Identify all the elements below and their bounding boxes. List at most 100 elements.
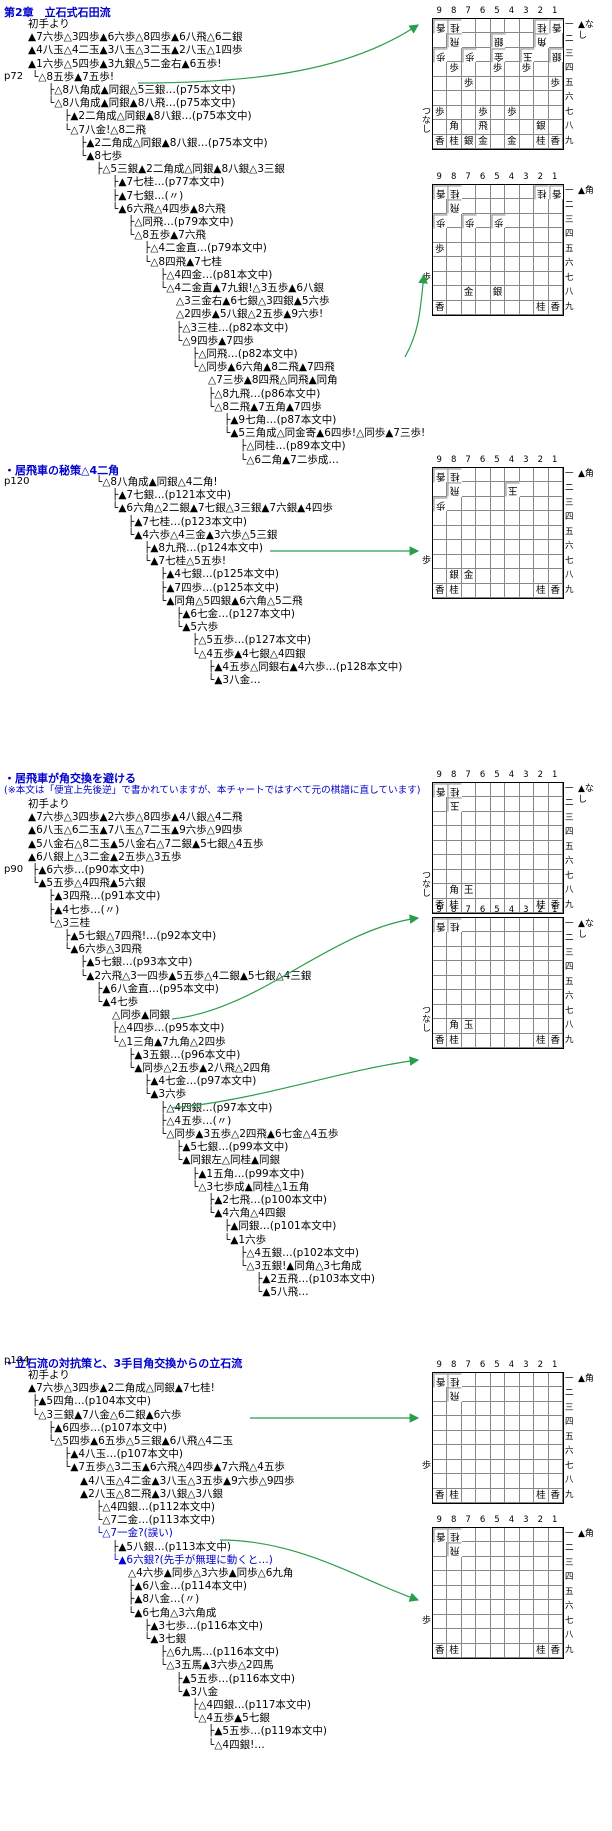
board-square bbox=[534, 990, 549, 1005]
board-square bbox=[548, 783, 563, 798]
sente-hand: ▲なし bbox=[578, 20, 594, 41]
sente-hand: ▲角 bbox=[578, 469, 594, 479]
row-label: 六 bbox=[565, 258, 574, 269]
board-square bbox=[476, 1474, 491, 1489]
row-label: 七 bbox=[565, 870, 574, 881]
board-square bbox=[548, 1614, 563, 1630]
gote-hand: 歩 bbox=[420, 1460, 430, 1469]
board-square bbox=[505, 1033, 520, 1048]
board-square bbox=[461, 840, 477, 856]
move-line: ▲6八銀上△3二金▲2五歩△3五歩 bbox=[28, 850, 182, 863]
board-square: 角 bbox=[447, 1019, 462, 1034]
arrow-5 bbox=[171, 1056, 420, 1109]
board-square bbox=[548, 1004, 563, 1020]
board-square bbox=[490, 961, 506, 976]
board-square bbox=[534, 1571, 549, 1586]
move-line: ├▲4八玉…(p107本文中) bbox=[64, 1448, 183, 1461]
board-square bbox=[490, 569, 506, 584]
board-square bbox=[433, 811, 448, 827]
board-square bbox=[476, 975, 491, 991]
board-square bbox=[519, 961, 535, 976]
move-line: △3三金右▲6七銀△3四銀▲5六歩 bbox=[176, 295, 330, 308]
board-square bbox=[548, 1474, 563, 1489]
board-square bbox=[519, 569, 535, 584]
move-line: ├▲3五銀…(p96本文中) bbox=[128, 1048, 241, 1061]
column-label: 9 bbox=[436, 172, 442, 182]
row-label: 二 bbox=[565, 798, 574, 809]
move-line: △2四歩▲5八銀△2五歩▲9六歩! bbox=[176, 308, 324, 321]
board-square bbox=[519, 826, 535, 841]
board-square bbox=[490, 1474, 506, 1489]
row-label: 六 bbox=[565, 541, 574, 552]
board-square bbox=[461, 185, 477, 200]
board-square bbox=[461, 120, 477, 135]
board-square bbox=[519, 33, 535, 48]
board-square bbox=[505, 783, 520, 798]
board-square bbox=[433, 554, 448, 570]
column-label: 4 bbox=[508, 6, 515, 16]
board-square bbox=[534, 271, 549, 287]
board-square: 香 bbox=[548, 898, 563, 913]
board-square bbox=[490, 1004, 506, 1020]
board-square bbox=[476, 855, 491, 870]
board-square bbox=[476, 797, 491, 812]
column-label: 9 bbox=[436, 6, 442, 16]
gote-hand: つなし bbox=[420, 870, 430, 897]
column-label: 4 bbox=[508, 770, 515, 780]
board-square bbox=[476, 1528, 491, 1543]
board-grid: 香桂桂香飛歩歩歩歩金銀香桂香 bbox=[432, 184, 564, 316]
board-square bbox=[548, 1585, 563, 1601]
board-square bbox=[447, 990, 462, 1005]
board-square: 桂 bbox=[447, 1643, 462, 1658]
move-line: ├▲7七銀…(〃) bbox=[112, 189, 184, 202]
move-line: └△3七歩成▲同桂△1五角 bbox=[192, 1180, 310, 1193]
board-square bbox=[505, 1600, 520, 1615]
board-square bbox=[476, 1416, 491, 1431]
move-line: └▲同歩△2五歩▲2八飛△2四角 bbox=[128, 1062, 271, 1074]
board-square bbox=[447, 300, 462, 315]
column-label: 3 bbox=[523, 1360, 529, 1370]
board-square bbox=[433, 1542, 448, 1557]
row-label: 七 bbox=[565, 555, 574, 566]
board-square bbox=[461, 199, 477, 214]
row-label: 七 bbox=[565, 1460, 574, 1471]
move-line: └▲6六飛△4四歩▲8六飛 bbox=[112, 202, 226, 215]
move-line: └△6二角▲7二歩成… bbox=[240, 453, 339, 466]
board-square bbox=[548, 1387, 563, 1402]
move-line: ├△4五銀…(p102本文中) bbox=[240, 1246, 359, 1259]
move-line: ├▲6四歩…(p107本文中) bbox=[48, 1421, 167, 1434]
row-label: 五 bbox=[565, 1431, 574, 1442]
board-square bbox=[461, 811, 477, 827]
board-square bbox=[476, 1600, 491, 1615]
section-title: 第2章 立石式石田流 bbox=[4, 6, 111, 19]
board-square bbox=[476, 47, 491, 63]
row-label: 六 bbox=[565, 1446, 574, 1457]
board-square: 銀 bbox=[447, 569, 462, 584]
board-square bbox=[505, 583, 520, 598]
board-square bbox=[548, 199, 563, 214]
board-square: 香 bbox=[548, 1643, 563, 1658]
page-ref: p90 bbox=[4, 864, 24, 875]
board-square bbox=[447, 1629, 462, 1644]
move-line: 初手より bbox=[28, 18, 70, 30]
board-square bbox=[447, 540, 462, 555]
board-square bbox=[476, 990, 491, 1005]
move-line: ├▲同銀…(p101本文中) bbox=[224, 1220, 337, 1233]
board-square bbox=[461, 869, 477, 885]
board-square bbox=[534, 76, 549, 92]
board-square bbox=[490, 583, 506, 598]
board-square bbox=[447, 511, 462, 526]
board-square bbox=[519, 1488, 535, 1503]
column-label: 5 bbox=[494, 172, 500, 182]
board-square bbox=[519, 496, 535, 512]
board-square bbox=[490, 1019, 506, 1034]
row-label: 四 bbox=[565, 962, 574, 973]
board-square: 香 bbox=[548, 1488, 563, 1503]
arrow-4 bbox=[171, 914, 420, 1020]
row-label: 九 bbox=[565, 1644, 574, 1655]
board-square bbox=[447, 1614, 462, 1630]
